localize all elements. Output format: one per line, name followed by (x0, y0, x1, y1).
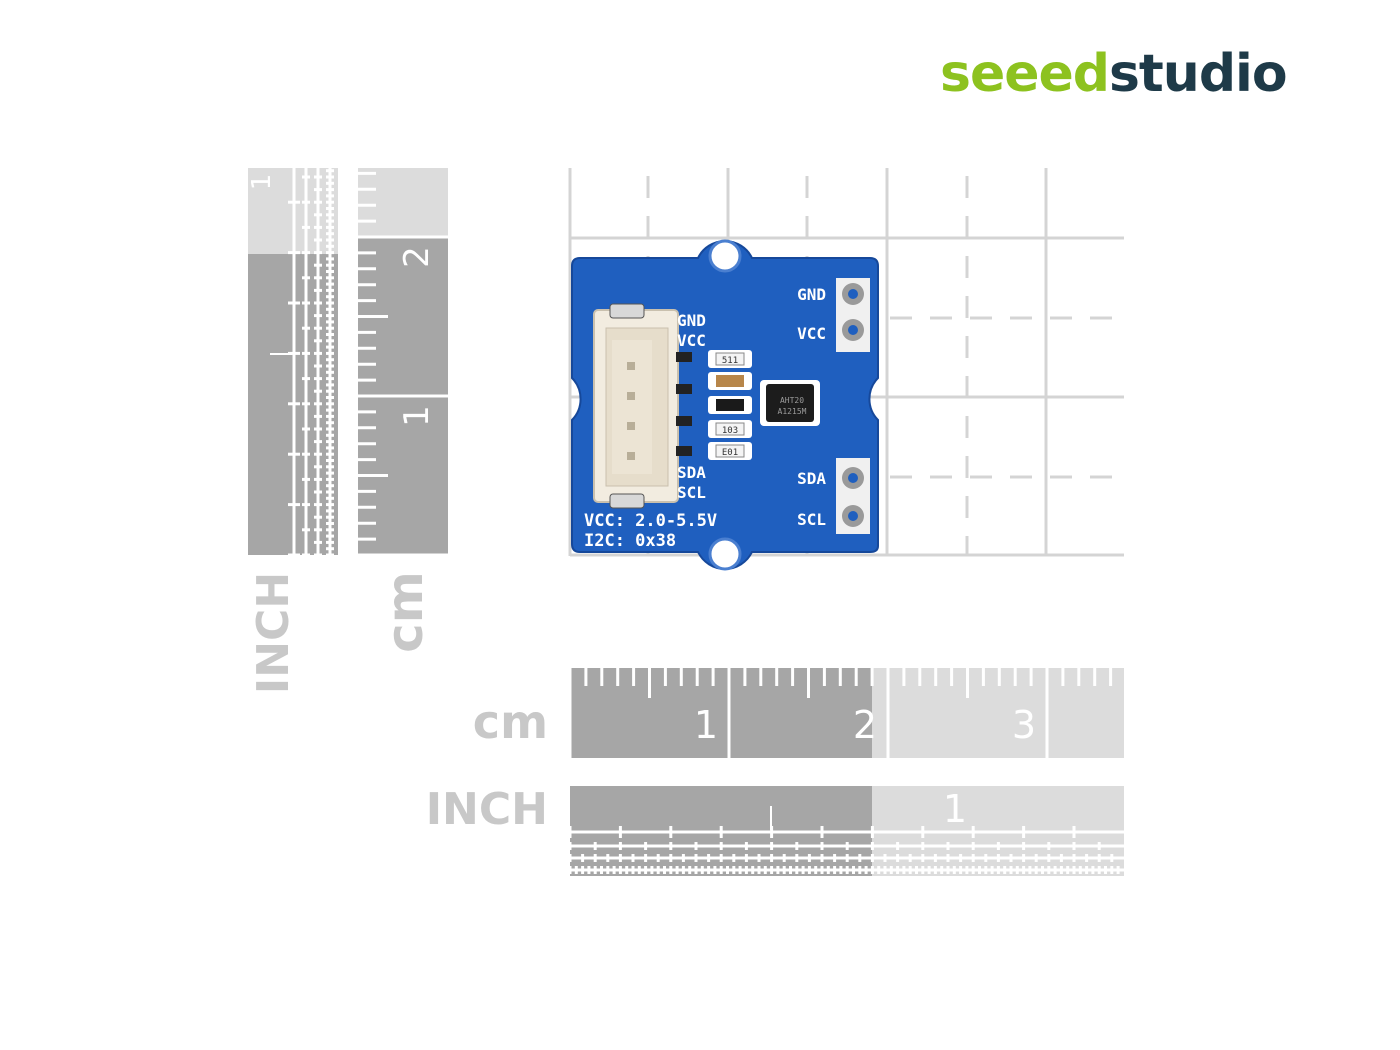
left-label-vcc: VCC (677, 331, 706, 350)
spec-voltage: VCC: 2.0-5.5V (584, 511, 717, 531)
vertical-cm-tick-1: 1 (397, 405, 437, 427)
grove-sensor-board: GND VCC SDA SCL GND VCC SDA SCL (571, 239, 879, 571)
vertical-inch-tick-1: 1 (247, 174, 277, 191)
spec-i2c-address: I2C: 0x38 (584, 531, 676, 551)
horizontal-cm-tick-3: 3 (1012, 703, 1036, 747)
passive-components (708, 350, 752, 460)
part-code-e01: E01 (722, 448, 738, 458)
left-label-scl: SCL (677, 483, 706, 502)
right-label-sda: SDA (797, 469, 826, 488)
right-label-vcc: VCC (797, 324, 826, 343)
aht20-sensor-chip (760, 380, 820, 426)
left-label-gnd: GND (677, 311, 706, 330)
vertical-cm-tick-2: 2 (397, 246, 437, 268)
grove-connector (593, 303, 692, 509)
mounting-hole-bottom (708, 537, 742, 571)
vertical-cm-ruler: 1 2 (358, 168, 448, 557)
mounting-hole-top (708, 239, 742, 273)
horizontal-cm-unit: cm (473, 695, 548, 749)
right-label-scl: SCL (797, 510, 826, 529)
seeed-studio-logo: seeedstudio (940, 48, 1288, 100)
vertical-inch-unit: INCH (248, 572, 299, 694)
horizontal-inch-tick-1: 1 (943, 787, 967, 831)
horizontal-cm-ruler: 1 2 3 (568, 668, 1124, 758)
left-label-sda: SDA (677, 463, 706, 482)
vertical-inch-ruler: 1 (247, 168, 338, 557)
vertical-cm-unit: cm (376, 571, 434, 653)
horizontal-cm-tick-2: 2 (853, 703, 877, 747)
header-pads (836, 278, 870, 534)
horizontal-inch-ruler: 1 (568, 786, 1124, 876)
horizontal-cm-tick-1: 1 (694, 703, 718, 747)
part-code-511: 511 (722, 356, 738, 366)
chip-marking-2: A1215M (778, 407, 807, 416)
logo-seeed: seeed (940, 44, 1110, 104)
right-label-gnd: GND (797, 285, 826, 304)
logo-studio: studio (1108, 44, 1288, 104)
chip-marking-1: AHT20 (780, 396, 804, 405)
horizontal-inch-unit: INCH (426, 784, 548, 835)
part-code-103: 103 (722, 426, 738, 436)
